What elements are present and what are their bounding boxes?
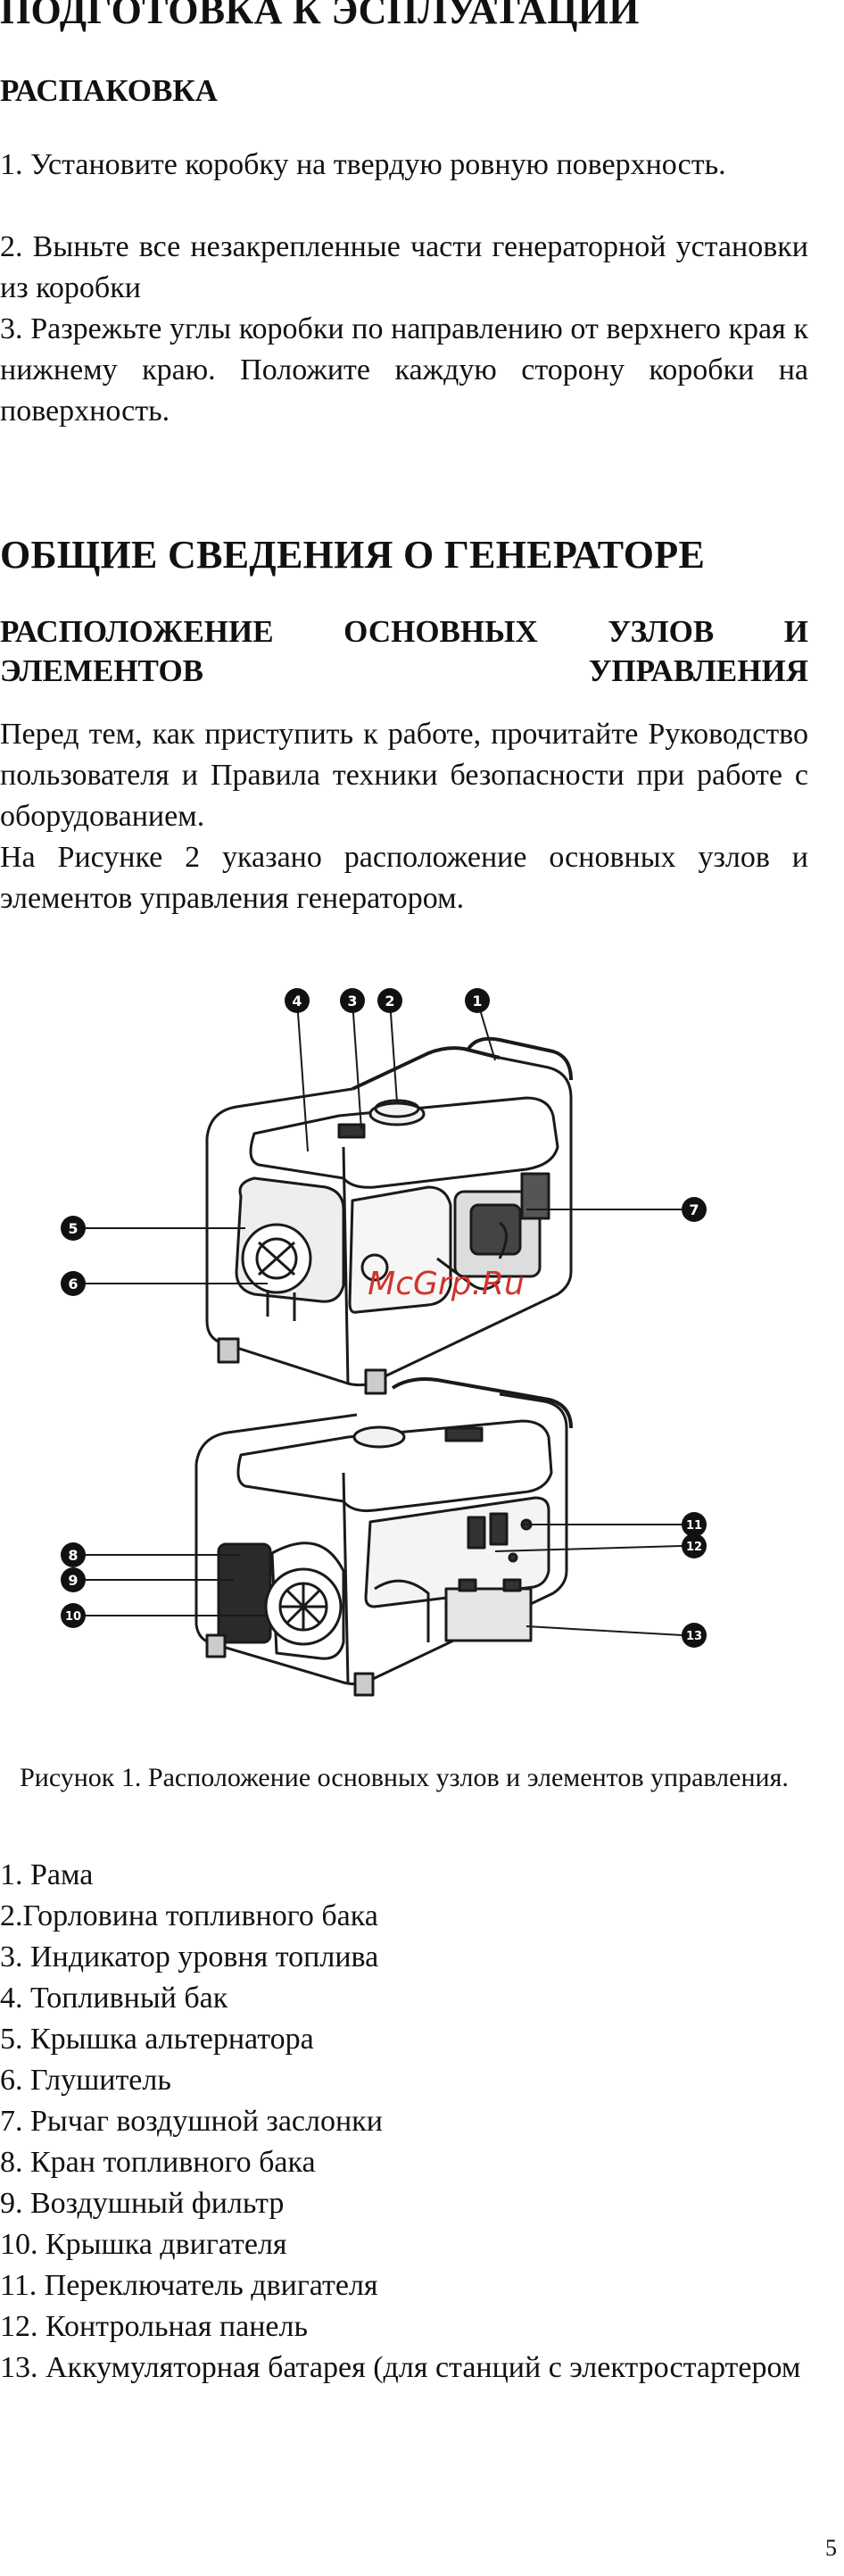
section-title-general-info: ОБЩИЕ СВЕДЕНИЯ О ГЕНЕРАТОРЕ (0, 533, 706, 577)
list-item: 9. Воздушный фильтр (0, 2187, 285, 2220)
callout-13: 13 (682, 1623, 707, 1648)
generator-figure: 4 3 2 1 5 (0, 964, 844, 1714)
callout-3: 3 (340, 988, 365, 1013)
parts-list: 1. Рама 2.Горловина топливного бака 3. И… (0, 1855, 808, 2389)
callout-7: 7 (682, 1197, 707, 1222)
svg-text:8: 8 (68, 1547, 78, 1564)
intro-paragraph: Перед тем, как приступить к работе, проч… (0, 718, 808, 833)
callout-8: 8 (61, 1542, 86, 1567)
list-item: 1. Рама (0, 1858, 94, 1891)
list-item: 3. Индикатор уровня топлива (0, 1940, 379, 1974)
section-subtitle-layout: РАСПОЛОЖЕНИЕ ОСНОВНЫХ УЗЛОВ И ЭЛЕМЕНТОВ … (0, 614, 808, 688)
figure-caption: Рисунок 1. Расположение основных узлов и… (20, 1763, 789, 1792)
generator-illustration: 4 3 2 1 5 (61, 988, 707, 1697)
list-item: 6. Глушитель (0, 2064, 171, 2097)
svg-text:4: 4 (292, 993, 302, 1010)
svg-text:5: 5 (68, 1220, 78, 1237)
callout-2: 2 (377, 988, 402, 1013)
callout-1: 1 (465, 988, 490, 1013)
callout-lines-top (73, 1000, 683, 1284)
callout-9: 9 (61, 1567, 86, 1592)
callout-lines-bottom (73, 1524, 683, 1636)
callout-12: 12 (682, 1533, 707, 1558)
callout-10: 10 (61, 1603, 86, 1628)
list-item: 2.Горловина топливного бака (0, 1899, 378, 1932)
section-title-preparation: ПОДГОТОВКА К ЭСПЛУАТАЦИИ (0, 0, 640, 32)
page-number: 5 (825, 2535, 837, 2561)
figure-reference-paragraph: На Рисунке 2 указано расположение основн… (0, 841, 808, 915)
list-item: 8. Кран топливного бака (0, 2146, 316, 2179)
svg-text:12: 12 (686, 1541, 702, 1554)
svg-text:3: 3 (347, 993, 357, 1010)
generator-top-drawing (205, 1036, 573, 1395)
unpack-step-3: 3. Разрежьте углы коробки по направлению… (0, 312, 808, 428)
list-item: 4. Топливный бак (0, 1982, 228, 2015)
svg-text:2: 2 (385, 993, 394, 1010)
unpack-step-1: 1. Установите коробку на твердую ровную … (0, 148, 726, 181)
list-item: 12. Контрольная панель (0, 2310, 308, 2343)
list-item: 5. Крышка альтернатора (0, 2023, 314, 2056)
svg-text:11: 11 (686, 1519, 702, 1533)
list-item: 10. Крышка двигателя (0, 2228, 287, 2261)
svg-text:9: 9 (68, 1572, 78, 1589)
callout-4: 4 (285, 988, 310, 1013)
svg-text:10: 10 (65, 1610, 81, 1624)
svg-text:1: 1 (472, 993, 482, 1010)
svg-text:7: 7 (689, 1201, 699, 1218)
list-item: 11. Переключатель двигателя (0, 2269, 378, 2302)
unpack-step-2: 2. Выньте все незакрепленные части генер… (0, 230, 808, 304)
list-item: 13. Аккумуляторная батарея (для станций … (0, 2351, 801, 2384)
section-subtitle-unpacking: РАСПАКОВКА (0, 73, 218, 108)
svg-text:6: 6 (68, 1276, 78, 1292)
watermark: McGrp.Ru (368, 1266, 525, 1302)
list-item: 7. Рычаг воздушной заслонки (0, 2105, 383, 2138)
callout-badges: 4 3 2 1 5 (61, 988, 707, 1648)
svg-text:13: 13 (686, 1630, 702, 1643)
callout-5: 5 (61, 1216, 86, 1241)
callout-11: 11 (682, 1512, 707, 1537)
callout-6: 6 (61, 1271, 86, 1296)
generator-bottom-drawing (194, 1377, 573, 1697)
